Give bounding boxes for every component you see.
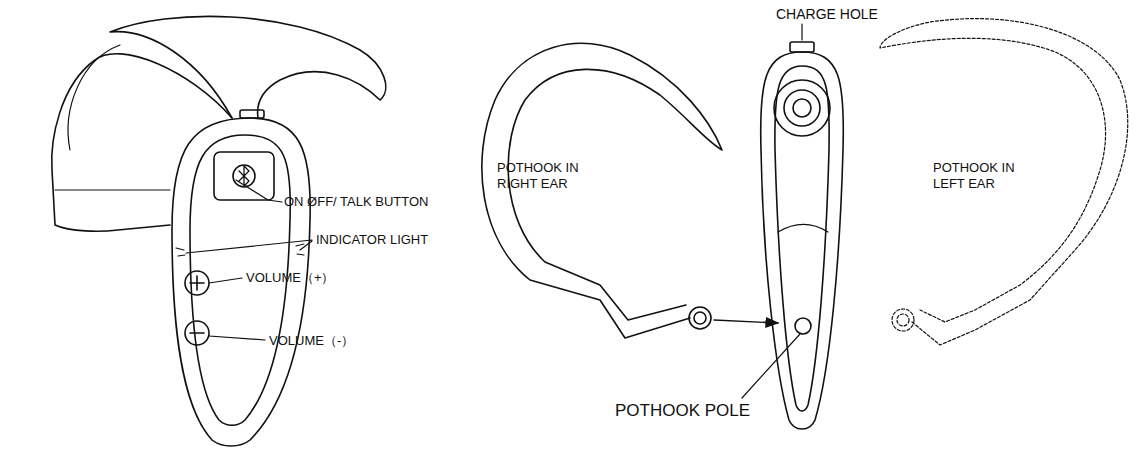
- part-label: VOLUME（-）: [269, 333, 354, 349]
- headset-front: [52, 16, 386, 446]
- part-label: INDICATOR LIGHT: [316, 232, 428, 248]
- left-ear-pothook: [880, 19, 1128, 345]
- part-label: VOLUME（+）: [246, 270, 335, 286]
- part-label: ON ØFF/ TALK BUTTON: [284, 194, 428, 210]
- part-label: CHARGE HOLE: [776, 6, 878, 24]
- part-label: POTHOOK POLE: [615, 400, 750, 421]
- part-label: POTHOOK IN RIGHT EAR: [497, 160, 597, 193]
- part-label: POTHOOK IN LEFT EAR: [933, 160, 1033, 193]
- headset-back: [742, 24, 843, 429]
- right-ear-pothook: [482, 43, 778, 338]
